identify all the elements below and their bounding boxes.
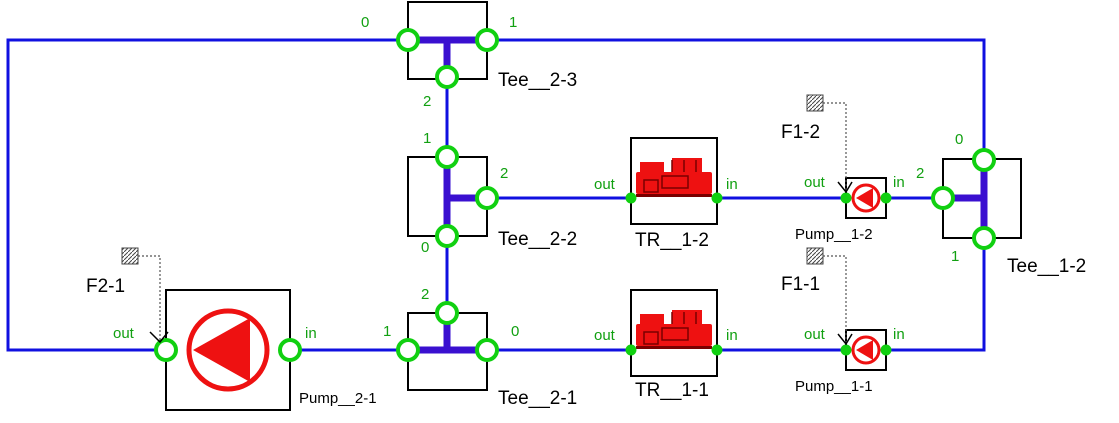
pump-2-1-out-label: out (113, 325, 135, 342)
tee-1-2-port-1[interactable] (972, 226, 996, 250)
tee-2-2-label: Tee__2-2 (498, 229, 577, 250)
pump-1-2[interactable]: out in Pump__1-2 (795, 174, 905, 243)
tee-1-2-port-1-label: 1 (951, 248, 959, 265)
tee-1-2-port-0-label: 0 (955, 131, 963, 148)
f2-1-signal-line (138, 255, 161, 340)
pump-1-1-in-label: in (893, 326, 905, 343)
pump-2-1-port-in[interactable] (278, 338, 302, 362)
tee-2-2-port-2[interactable] (475, 186, 499, 210)
signal-f2-1[interactable]: F2-1 (86, 247, 161, 340)
f1-2-label: F1-2 (781, 122, 820, 143)
tee-2-3-port-1-label: 1 (509, 14, 517, 31)
tr-1-2-out-label: out (594, 176, 616, 193)
tee-2-1-port-2[interactable] (435, 301, 459, 325)
chiller-icon (636, 158, 712, 197)
tee-1-2[interactable]: 0 2 1 Tee__1-2 (916, 131, 1086, 277)
pump-icon (186, 308, 270, 392)
tee-2-1-port-2-label: 2 (421, 286, 429, 303)
f2-1-hatch-icon (121, 247, 139, 265)
wire-top-loop-left (6, 38, 408, 352)
signal-f1-1[interactable]: F1-1 (781, 247, 847, 342)
tee-2-3-port-1[interactable] (475, 28, 499, 52)
wire-top-loop-right (487, 38, 986, 160)
tee-1-2-port-0[interactable] (972, 148, 996, 172)
pump-1-1-signal-arrow (837, 333, 853, 346)
f2-1-label: F2-1 (86, 276, 125, 297)
signal-f1-2[interactable]: F1-2 (781, 94, 847, 190)
pump-1-1-out-label: out (804, 326, 826, 343)
tr-1-2-port-out[interactable] (625, 192, 637, 204)
tr-1-2-port-in[interactable] (711, 192, 723, 204)
tee-2-1-port-0[interactable] (475, 338, 499, 362)
tee-2-3-port-0-label: 0 (361, 14, 369, 31)
pump-1-2-label: Pump__1-2 (795, 226, 873, 243)
pump-1-1-label: Pump__1-1 (795, 378, 873, 395)
chiller-icon (636, 310, 712, 349)
tr-1-2[interactable]: out in TR__1-2 (594, 137, 738, 251)
f1-1-label: F1-1 (781, 274, 820, 295)
tr-1-1-port-in[interactable] (711, 344, 723, 356)
pump-1-2-signal-arrow (837, 181, 853, 194)
tee-2-3[interactable]: 0 1 2 Tee__2-3 (361, 1, 577, 110)
tee-2-2[interactable]: 1 2 0 Tee__2-2 (407, 130, 577, 256)
pump-2-1-label: Pump__2-1 (299, 390, 377, 407)
pump-1-2-port-in[interactable] (880, 192, 892, 204)
tr-1-1-out-label: out (594, 327, 616, 344)
tee-2-3-port-2-label: 2 (423, 93, 431, 110)
pump-2-1[interactable]: out in Pump__2-1 (113, 289, 377, 411)
pump-1-2-in-label: in (893, 174, 905, 191)
pump-1-1-port-out[interactable] (840, 344, 852, 356)
pump-icon (851, 183, 881, 213)
tee-2-2-port-1-label: 1 (423, 130, 431, 147)
tr-1-2-label: TR__1-2 (635, 230, 709, 251)
f1-2-signal-line (823, 102, 847, 190)
tee-2-2-port-1[interactable] (435, 145, 459, 169)
pump-1-1[interactable]: out in Pump__1-1 (795, 326, 905, 395)
tr-1-1-in-label: in (726, 327, 738, 344)
tr-1-1-label: TR__1-1 (635, 380, 709, 401)
f1-1-signal-line (823, 255, 847, 342)
pump-1-2-out-label: out (804, 174, 826, 191)
tr-1-1-port-out[interactable] (625, 344, 637, 356)
f1-1-hatch-icon (806, 247, 824, 265)
tee-2-2-port-0[interactable] (435, 224, 459, 248)
tee-2-1-label: Tee__2-1 (498, 388, 577, 409)
tee-2-1-port-0-label: 0 (511, 323, 519, 340)
tr-1-2-in-label: in (726, 176, 738, 193)
f1-2-hatch-icon (806, 94, 824, 112)
pump-2-1-signal-arrow (149, 331, 169, 344)
pump-2-1-port-out[interactable] (154, 338, 178, 362)
tee-1-2-port-2-label: 2 (916, 165, 924, 182)
tee-2-2-port-0-label: 0 (421, 239, 429, 256)
tee-2-2-port-2-label: 2 (500, 165, 508, 182)
wires (6, 38, 986, 352)
pump-1-2-port-out[interactable] (840, 192, 852, 204)
tee-1-2-port-2[interactable] (931, 186, 955, 210)
pump-1-1-port-in[interactable] (880, 344, 892, 356)
tee-2-3-port-2[interactable] (435, 65, 459, 89)
tee-1-2-label: Tee__1-2 (1007, 256, 1086, 277)
tee-2-1[interactable]: 2 1 0 Tee__2-1 (383, 286, 577, 409)
pump-2-1-in-label: in (305, 325, 317, 342)
tee-2-3-label: Tee__2-3 (498, 70, 577, 91)
pump-icon (851, 335, 881, 365)
wire-pump11-tee12 (886, 238, 986, 352)
tee-2-1-port-1[interactable] (396, 338, 420, 362)
tee-2-3-port-0[interactable] (396, 28, 420, 52)
tr-1-1[interactable]: out in TR__1-1 (594, 289, 738, 401)
tee-2-1-port-1-label: 1 (383, 323, 391, 340)
